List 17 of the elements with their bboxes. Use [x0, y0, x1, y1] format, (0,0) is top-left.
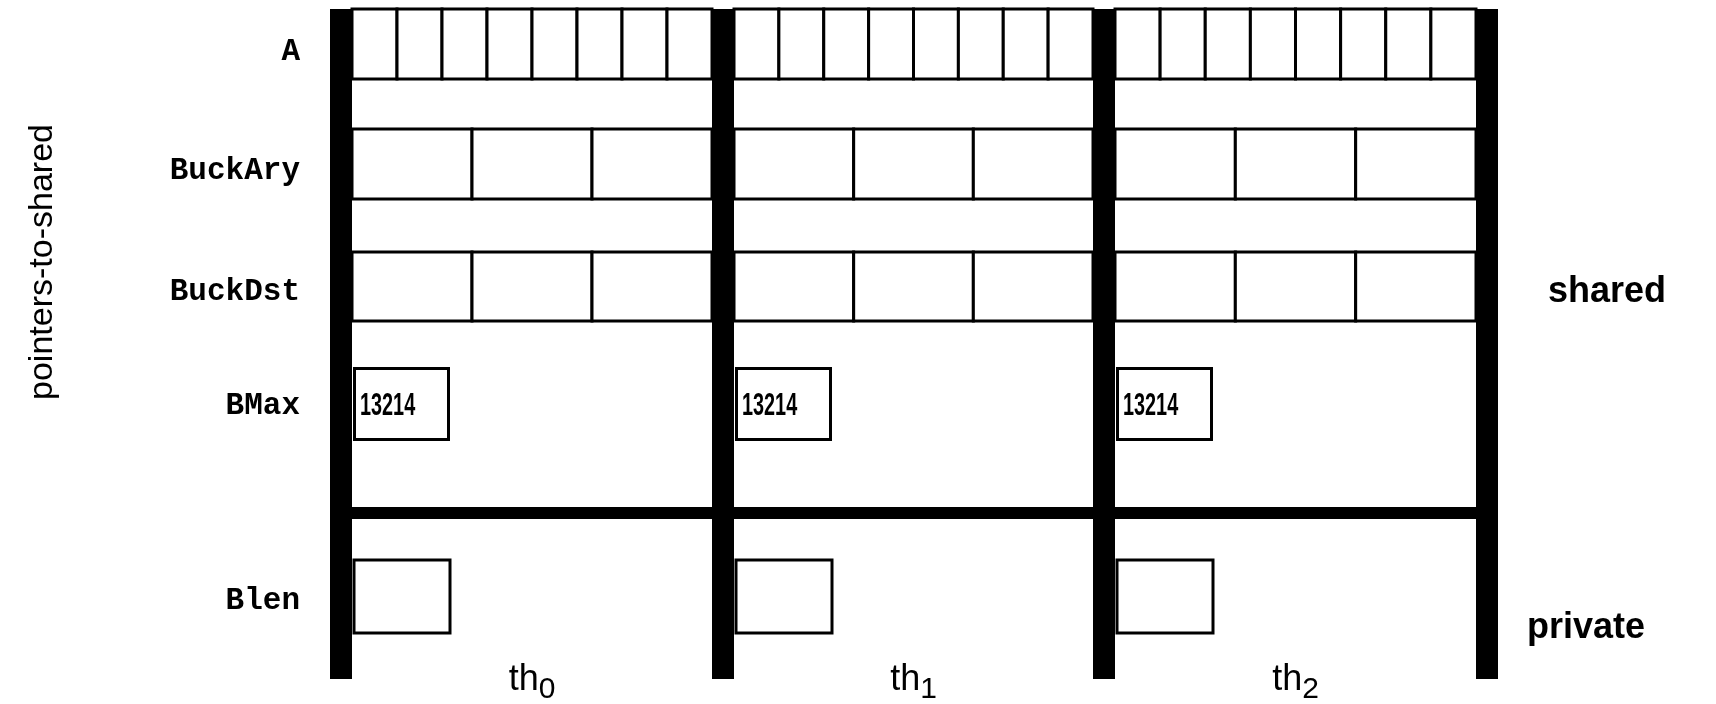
- value-text: 13214: [1123, 385, 1179, 423]
- thread-label: th$_{1}$: [889, 660, 938, 704]
- value-text: 13214: [360, 385, 416, 423]
- row-label: A: [280, 36, 300, 67]
- value-box: [353, 367, 450, 441]
- value-text: 13214: [742, 385, 798, 423]
- value-box: [735, 367, 832, 441]
- section-label: private: [1527, 608, 1646, 644]
- row-label: Blen: [224, 585, 300, 616]
- section-label: shared: [1548, 272, 1667, 308]
- value-box: [1116, 367, 1213, 441]
- row-label: BuckDst: [168, 276, 300, 307]
- row-label: BuckAry: [168, 155, 300, 186]
- axis-label: pointers-to-shared: [23, 123, 57, 402]
- thread-label: th$_{0}$: [507, 660, 557, 704]
- row-label: BMax: [224, 390, 300, 421]
- thread-label: th$_{2}$: [1271, 660, 1320, 704]
